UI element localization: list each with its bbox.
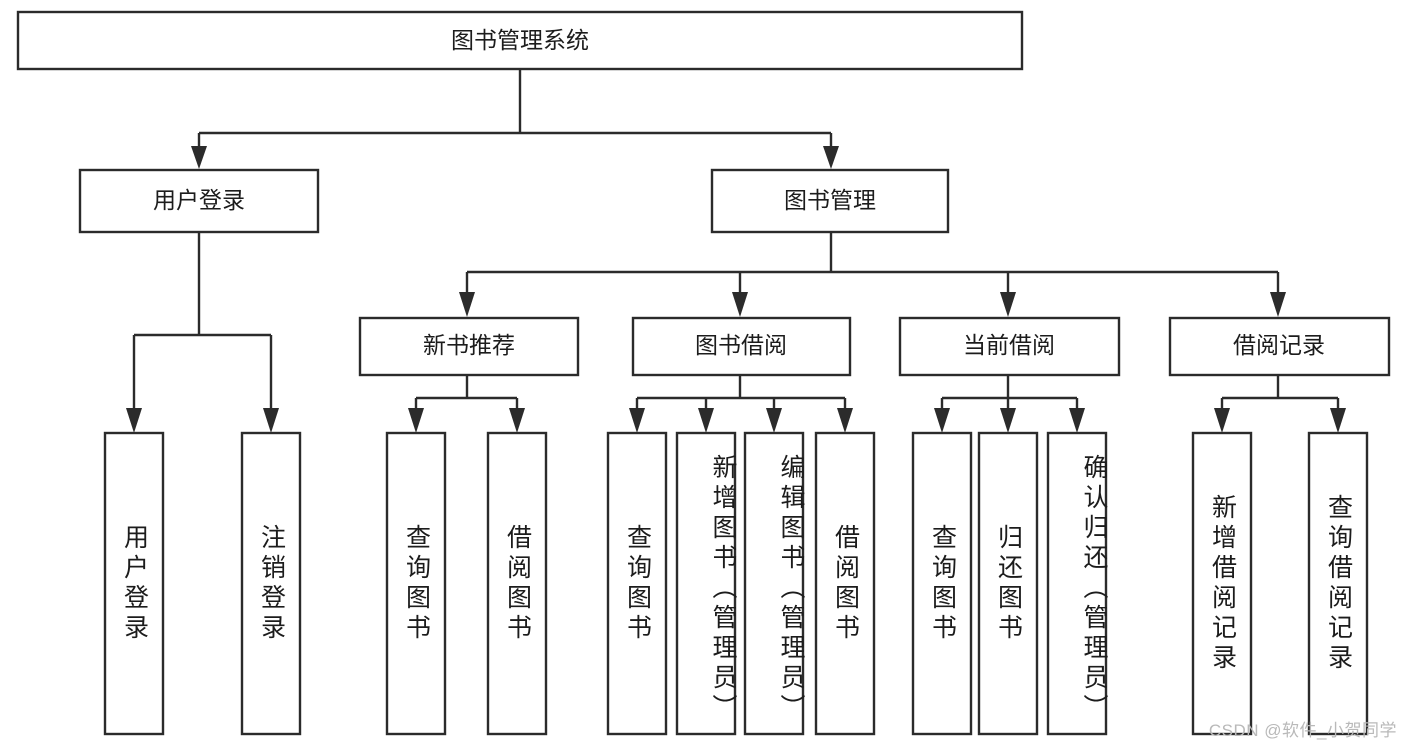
arrow-to-borrow-record (1270, 292, 1286, 317)
arrow-to-book-borrow (732, 292, 748, 317)
node-leaf-query-book-2[interactable] (606, 431, 668, 736)
arrow-to-leaf-edit-book (766, 408, 782, 433)
csdn-watermark: CSDN @软件_小贺同学 (1208, 721, 1397, 740)
node-leaf-borrow-book-1[interactable] (486, 431, 548, 736)
arrow-to-leaf-query-book-1 (408, 408, 424, 433)
node-leaf-query-book-3-box[interactable] (911, 431, 973, 736)
node-leaf-add-record[interactable] (1191, 431, 1253, 736)
node-book-borrow-box[interactable] (631, 316, 852, 377)
arrow-to-leaf-query-record (1330, 408, 1346, 433)
node-book-manage-label: 图书管理 (784, 187, 876, 213)
arrow-to-leaf-user-login (126, 408, 142, 433)
node-leaf-edit-book[interactable] (743, 431, 805, 736)
node-new-book-recommend[interactable]: 新书推荐 (358, 316, 580, 377)
node-leaf-confirm-return-box[interactable] (1046, 431, 1108, 736)
node-borrow-record-label: 借阅记录 (1233, 332, 1325, 358)
arrow-to-leaf-return-book (1000, 408, 1016, 433)
node-leaf-borrow-book-1-box[interactable] (486, 431, 548, 736)
arrow-to-leaf-query-book-2 (629, 408, 645, 433)
node-leaf-return-book-box[interactable] (977, 431, 1039, 736)
node-current-borrow-label: 当前借阅 (963, 332, 1055, 358)
node-leaf-add-book[interactable] (675, 431, 737, 736)
node-leaf-confirm-return[interactable] (1046, 431, 1108, 736)
node-user-login-box[interactable] (78, 168, 320, 234)
node-leaf-return-book[interactable] (977, 431, 1039, 736)
node-root[interactable]: 图书管理系统 (16, 10, 1024, 71)
arrow-to-leaf-logout-login (263, 408, 279, 433)
arrow-to-leaf-borrow-book-1 (509, 408, 525, 433)
node-book-borrow-label: 图书借阅 (695, 332, 787, 358)
node-book-borrow[interactable]: 图书借阅 (631, 316, 852, 377)
arrow-to-leaf-borrow-book-2 (837, 408, 853, 433)
node-leaf-borrow-book-2[interactable] (814, 431, 876, 736)
node-user-login[interactable]: 用户登录 (78, 168, 320, 234)
node-leaf-edit-book-box[interactable] (743, 431, 805, 736)
arrow-root-to-user-login (191, 146, 207, 169)
node-leaf-query-book-3[interactable] (911, 431, 973, 736)
node-leaf-query-book-1-box[interactable] (385, 431, 447, 736)
arrow-to-new-book-recommend (459, 292, 475, 317)
node-leaf-query-book-1[interactable] (385, 431, 447, 736)
node-leaf-add-book-box[interactable] (675, 431, 737, 736)
node-current-borrow[interactable]: 当前借阅 (898, 316, 1121, 377)
node-new-book-recommend-box[interactable] (358, 316, 580, 377)
node-borrow-record-box[interactable] (1168, 316, 1391, 377)
node-leaf-logout-login[interactable] (240, 431, 302, 736)
node-root-box[interactable] (16, 10, 1024, 71)
node-root-label: 图书管理系统 (451, 27, 589, 53)
node-borrow-record[interactable]: 借阅记录 (1168, 316, 1391, 377)
arrow-to-leaf-add-record (1214, 408, 1230, 433)
arrow-root-to-book-manage (823, 146, 839, 169)
node-user-login-label: 用户登录 (153, 187, 245, 213)
node-leaf-logout-login-box[interactable] (240, 431, 302, 736)
node-current-borrow-box[interactable] (898, 316, 1121, 377)
arrow-to-leaf-add-book (698, 408, 714, 433)
node-leaf-query-record[interactable] (1307, 431, 1369, 736)
node-leaf-borrow-book-2-box[interactable] (814, 431, 876, 736)
node-leaf-query-record-box[interactable] (1307, 431, 1369, 736)
node-book-manage-box[interactable] (710, 168, 950, 234)
node-new-book-recommend-label: 新书推荐 (423, 332, 515, 358)
node-leaf-user-login-box[interactable] (103, 431, 165, 736)
node-book-manage[interactable]: 图书管理 (710, 168, 950, 234)
node-leaf-query-book-2-box[interactable] (606, 431, 668, 736)
node-leaf-user-login[interactable] (103, 431, 165, 736)
arrow-to-leaf-confirm-return (1069, 408, 1085, 433)
arrow-to-leaf-query-book-3 (934, 408, 950, 433)
connector-layer (126, 69, 1346, 433)
arrow-to-current-borrow (1000, 292, 1016, 317)
node-leaf-add-record-box[interactable] (1191, 431, 1253, 736)
